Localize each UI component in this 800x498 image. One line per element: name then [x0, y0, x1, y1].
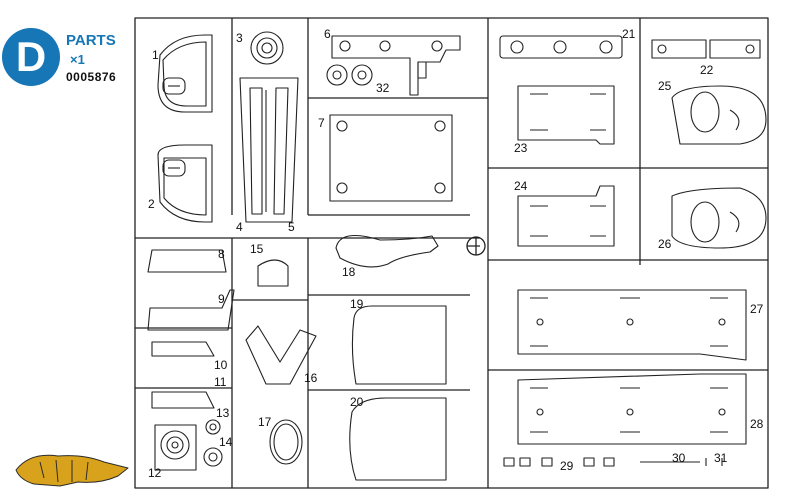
part-26-housing	[671, 187, 767, 249]
label-5: 5	[288, 220, 295, 234]
label-1: 1	[152, 48, 159, 62]
part-3-wheel	[250, 31, 284, 65]
part-17-ring	[269, 419, 303, 465]
label-12: 12	[148, 466, 162, 480]
label-9: 9	[218, 292, 225, 306]
label-14: 14	[219, 435, 233, 449]
label-20: 20	[350, 395, 364, 409]
sprue-letter-badge: D	[2, 28, 60, 86]
label-11: 11	[214, 375, 227, 389]
label-17: 17	[258, 415, 272, 429]
part-25-housing	[671, 85, 767, 145]
part-16-v-frame	[245, 325, 317, 385]
label-25: 25	[658, 79, 672, 93]
label-22: 22	[700, 63, 714, 77]
label-31: 31	[714, 451, 728, 465]
part-28-panel	[517, 373, 747, 445]
part-11-wedge	[151, 391, 215, 409]
label-2: 2	[148, 197, 155, 211]
label-13: 13	[216, 406, 230, 420]
label-8: 8	[218, 247, 225, 261]
label-4: 4	[236, 220, 243, 234]
label-32: 32	[376, 81, 390, 95]
sprue-frame	[134, 17, 769, 489]
label-10: 10	[214, 358, 228, 372]
part-18-grip	[335, 234, 439, 268]
part-labels: 1 2 3 4 5 6 7 8 9 10 11 12 13 14 15 16 1…	[148, 27, 764, 480]
label-3: 3	[236, 31, 243, 45]
part-10-wedge	[151, 341, 215, 357]
part-9-wedge	[147, 289, 235, 331]
part-code: 0005876	[66, 70, 117, 84]
label-19: 19	[350, 297, 364, 311]
part-2-mirror	[157, 144, 213, 223]
label-16: 16	[304, 371, 318, 385]
part-22-bracket	[651, 39, 761, 59]
part-15-bead	[257, 259, 289, 287]
part-20-gasket	[349, 397, 447, 481]
part-21-strip	[499, 35, 623, 59]
label-27: 27	[750, 302, 764, 316]
part-8-wedge	[147, 249, 227, 273]
label-29: 29	[560, 459, 574, 473]
label-23: 23	[514, 141, 528, 155]
label-30: 30	[672, 451, 686, 465]
part-12-hub	[154, 424, 197, 471]
part-23-cover	[517, 85, 615, 145]
part-6-strip	[331, 35, 461, 96]
part-19-gasket	[351, 305, 447, 385]
quantity-label: ×1	[70, 52, 85, 67]
label-6: 6	[324, 27, 331, 41]
part-32-washers	[326, 64, 373, 86]
part-4-5-rails	[239, 77, 299, 223]
part-27-panel	[517, 289, 747, 361]
label-21: 21	[622, 27, 636, 41]
part-13-14-caps	[203, 419, 223, 467]
label-26: 26	[658, 237, 672, 251]
label-18: 18	[342, 265, 356, 279]
label-15: 15	[250, 242, 264, 256]
part-29-31-clips	[503, 457, 723, 467]
parts-title: PARTS	[66, 32, 116, 49]
label-7: 7	[318, 116, 325, 130]
part-24-cover	[517, 185, 615, 247]
label-24: 24	[514, 179, 528, 193]
part-7-plate	[329, 114, 453, 202]
tiger-logo-icon	[15, 454, 129, 487]
part-1-mirror	[157, 34, 213, 113]
label-28: 28	[750, 417, 764, 431]
